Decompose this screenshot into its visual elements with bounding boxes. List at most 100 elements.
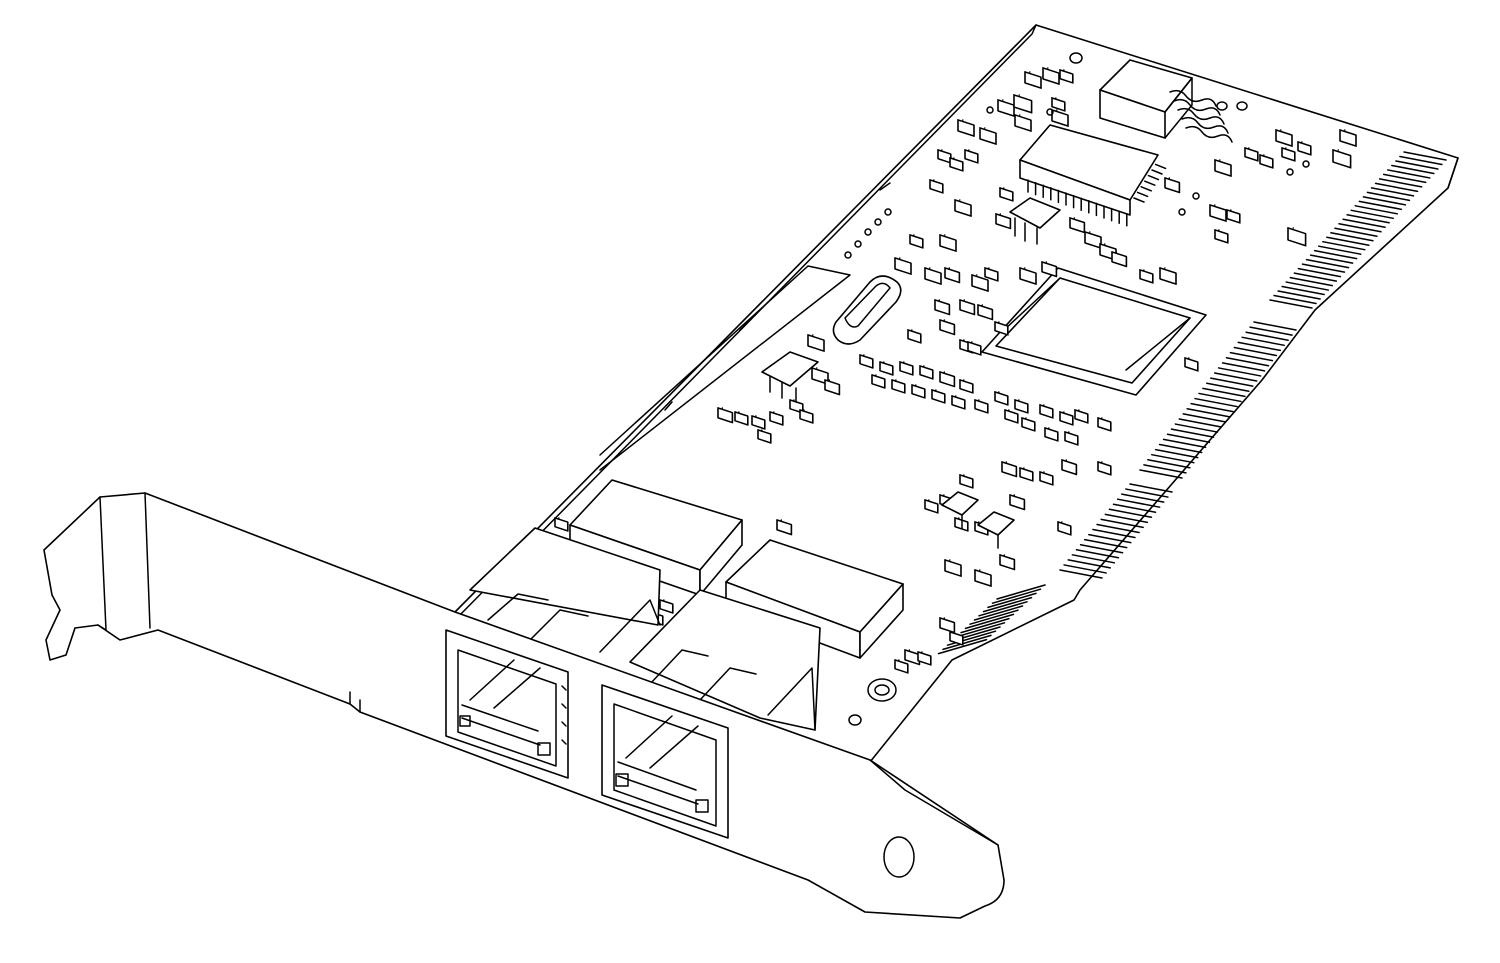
connector-finger [1229,351,1274,362]
connector-finger [1059,569,1103,579]
connector-finger [1100,518,1144,529]
connector-finger [1354,205,1399,215]
smd-component [994,321,1009,336]
smd-component [1074,409,1089,424]
connector-finger [960,617,1010,634]
smd-component [871,374,886,389]
connector-finger [1221,362,1266,372]
smd-body [757,429,772,444]
edge-connector-segment [1269,151,1447,309]
crystal-oscillator [832,275,902,345]
smd-body [1184,357,1199,372]
smd-component [1209,204,1227,222]
smd-component [974,399,989,414]
smd-body [959,299,976,316]
smd-component [944,267,961,284]
smd-component [1014,114,1032,132]
smd-body [1019,267,1037,285]
smd-body [891,379,906,394]
connector-finger [1206,382,1250,392]
smd-component [1041,261,1058,278]
smd-component [879,361,894,376]
via-hole [864,228,872,236]
smd-body [954,199,972,217]
smd-component [1111,251,1128,268]
rj45-port-1 [445,629,569,779]
connector-finger [1399,155,1443,166]
connector-finger [1293,272,1338,282]
smd-component [1061,459,1078,476]
qfp-pin [1136,191,1149,198]
connector-finger [1322,240,1366,251]
via-hole [874,218,882,226]
connector-finger [1121,493,1165,503]
smd-component [959,299,976,316]
connector-finger [1079,543,1124,554]
transformer-2 [725,539,904,659]
smd-component [934,299,951,316]
smd-component [917,651,932,666]
smd-body [1001,461,1018,478]
smd-component [807,334,825,352]
smd-body [964,149,979,164]
connector-finger [1198,392,1242,403]
smd-body [824,379,841,396]
smd-component [997,99,1015,117]
smd-body [1057,521,1072,536]
smd-component [924,499,939,514]
smd-component [937,149,952,164]
qfp-pin [1151,169,1163,175]
smd-component [1069,217,1086,234]
connector-finger [1245,331,1289,341]
connector-finger [1297,267,1342,278]
regulator-chip-left [761,351,819,403]
smd-component [1275,129,1293,147]
connector-finger [1083,538,1128,549]
smd-components [554,67,1357,774]
connector-finger [1190,402,1234,413]
smd-component [1019,467,1034,482]
connector-finger [1067,559,1111,569]
smd-component [1287,227,1307,247]
smd-component [977,304,994,321]
smd-body [776,519,793,536]
smd-component [1042,67,1060,85]
smd-body [1019,467,1034,482]
smd-component [911,384,926,399]
connector-finger [978,601,1028,617]
smd-body [769,411,784,426]
via-hole [884,208,892,216]
connector-finger [1342,218,1386,229]
smd-component [1013,94,1033,114]
smd-component [939,371,956,388]
top-chip-lead [1177,107,1225,125]
smd-body [659,599,674,614]
connector-finger [1309,254,1354,264]
smd-body [959,474,974,489]
connector-finger [1362,196,1407,206]
smd-body [1059,69,1074,84]
connector-finger [1092,528,1136,539]
smd-body [999,554,1016,571]
smd-component [554,517,569,532]
connector-finger [1178,418,1223,428]
connector-finger [1194,397,1238,408]
smd-body [971,274,989,292]
connector-finger [1162,438,1207,449]
smd-body [1226,209,1241,224]
smd-body [751,415,766,430]
connector-finger [1108,508,1153,519]
smd-component [959,379,974,394]
smd-body [1209,204,1227,222]
smd-component [939,319,956,336]
smd-component [659,599,674,614]
connector-finger [1334,227,1378,237]
top-chip-lead [1173,98,1221,116]
smd-component [1044,427,1059,442]
smd-body [1039,404,1054,419]
smd-body [924,267,942,285]
connector-finger [1281,285,1325,296]
connector-finger [1213,372,1258,382]
connector-finger [1338,223,1382,233]
